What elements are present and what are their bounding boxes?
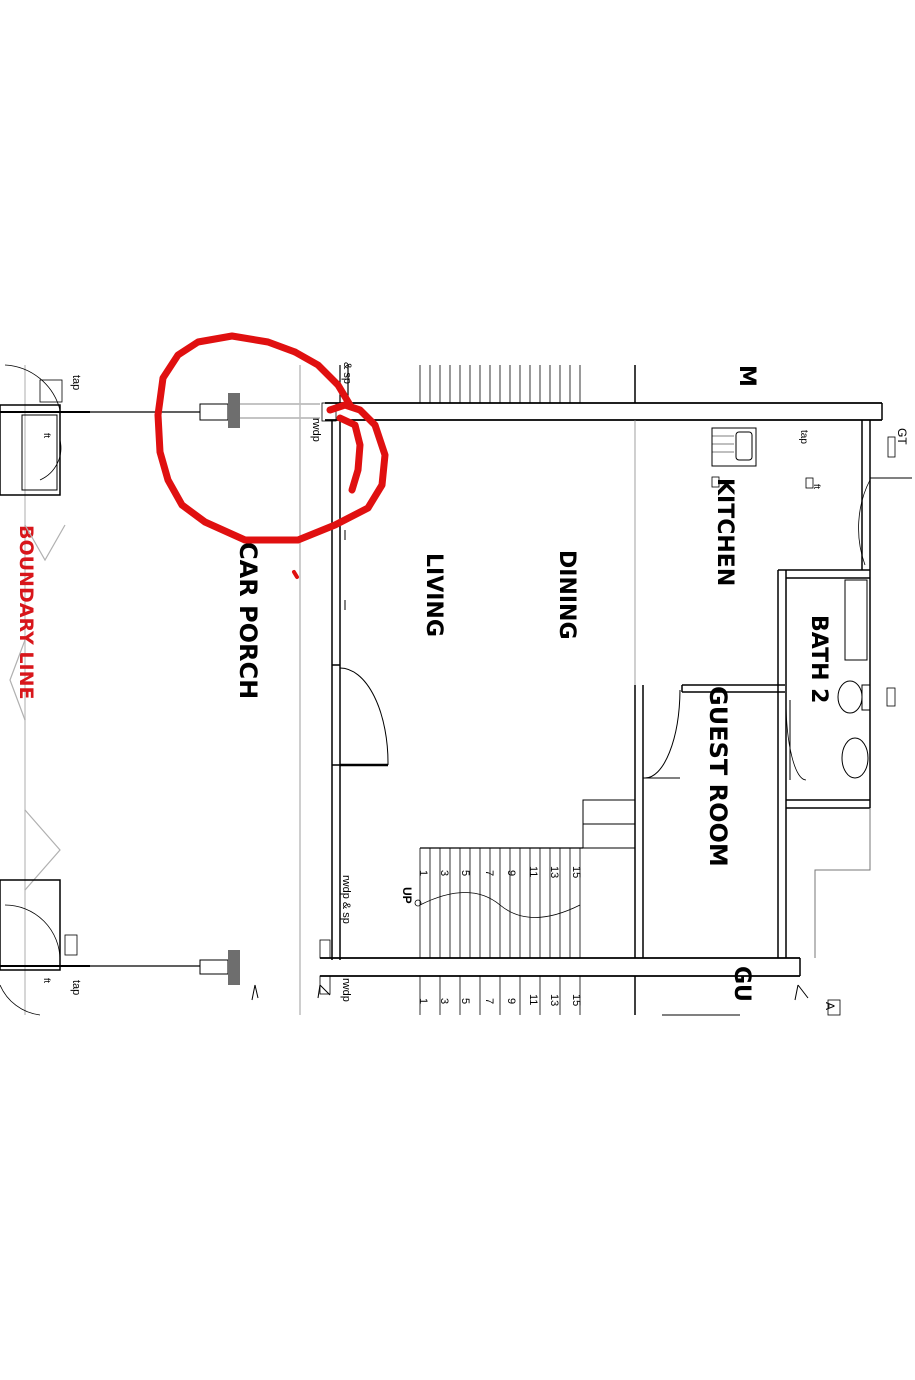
stair-number: 9 bbox=[505, 998, 517, 1004]
stair-number: 9 bbox=[505, 870, 517, 876]
red-circle-annotation bbox=[154, 332, 389, 579]
stair-number: 5 bbox=[459, 998, 471, 1004]
tap-label-kitchen: tap bbox=[798, 430, 809, 444]
living-label: LIVING bbox=[421, 553, 446, 637]
stair-number: 15 bbox=[570, 994, 582, 1006]
m-partial-label: M bbox=[734, 365, 759, 387]
stair-numbers-lower: 1 3 5 7 9 11 13 15 bbox=[417, 994, 582, 1006]
stair-number: 13 bbox=[548, 866, 560, 878]
up-label: UP bbox=[400, 887, 414, 904]
ft-label-bottom: ft bbox=[42, 978, 52, 984]
a-partial-label: A bbox=[823, 1002, 837, 1010]
stair-number: 3 bbox=[438, 998, 450, 1004]
stair-number: 3 bbox=[438, 870, 450, 876]
gate-rails bbox=[90, 403, 320, 975]
gu-partial-label: GU bbox=[729, 966, 754, 1002]
stair-numbers-upper: 1 3 5 7 9 11 13 15 bbox=[417, 866, 582, 878]
dining-label: DINING bbox=[554, 550, 579, 640]
stair-number: 11 bbox=[527, 866, 539, 877]
tap-label-bottom: tap bbox=[70, 980, 82, 995]
pillar-top bbox=[228, 393, 240, 428]
stair-number: 7 bbox=[483, 998, 495, 1004]
ft-label-kitchen: ft bbox=[812, 484, 822, 490]
stair-number: 11 bbox=[527, 994, 539, 1005]
gate-top: tap ft bbox=[0, 364, 90, 496]
car-porch-label: CAR PORCH bbox=[234, 542, 262, 699]
sp-label-top: & sp bbox=[341, 362, 353, 384]
arrow-icon bbox=[251, 984, 259, 1001]
rwdp-sp-label-bottom: rwdp & sp bbox=[340, 875, 352, 924]
stair-number: 15 bbox=[570, 866, 582, 878]
house-walls bbox=[317, 365, 912, 1016]
bath2-label: BATH 2 bbox=[806, 615, 831, 703]
stair-number: 1 bbox=[417, 998, 429, 1004]
stair-number: 13 bbox=[548, 994, 560, 1006]
stair-number: 7 bbox=[483, 870, 495, 876]
gate-bottom: tap ft bbox=[0, 879, 90, 1016]
guest-room-label: GUEST ROOM bbox=[704, 686, 732, 867]
kitchen-label: KITCHEN bbox=[712, 478, 737, 586]
stair-start-marker bbox=[414, 899, 422, 907]
ft-label-top: ft bbox=[42, 433, 52, 439]
boundary-line-label: BOUNDARY LINE bbox=[15, 525, 37, 699]
rwdp-label-top: rwdp bbox=[310, 418, 322, 442]
gt-label: GT bbox=[895, 428, 909, 445]
boundary-line: BOUNDARY LINE bbox=[9, 365, 66, 1015]
stair-number: 5 bbox=[459, 870, 471, 876]
stair-number: 1 bbox=[417, 870, 429, 876]
pillar-bottom bbox=[228, 950, 240, 985]
tap-label-top: tap bbox=[70, 375, 82, 390]
rwdp-label-bottom: rwdp bbox=[340, 978, 352, 1002]
